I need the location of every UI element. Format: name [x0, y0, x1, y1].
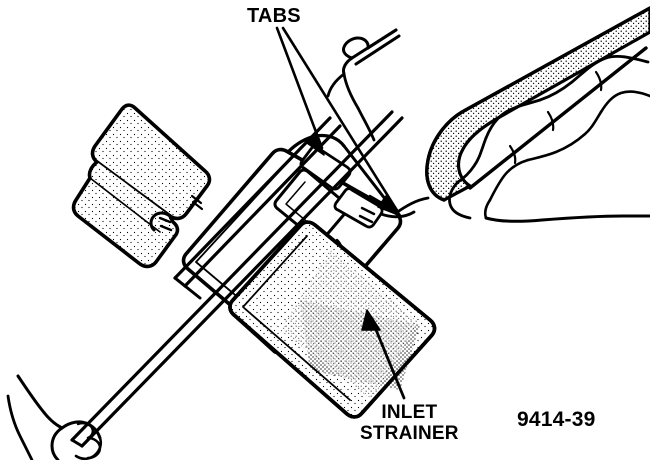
left-hand [6, 374, 103, 460]
sleeve-shape [425, 6, 650, 202]
upper-rod-clip [326, 28, 401, 142]
right-hand [448, 46, 650, 223]
leader-inlet-strainer [361, 309, 406, 400]
long-rod [70, 110, 404, 448]
figure-number: 9414-39 [517, 408, 596, 431]
leader-tabs-1 [275, 26, 325, 156]
leader-tabs-2 [281, 26, 402, 217]
label-inlet-line1: INLET [381, 402, 438, 423]
label-tabs: TABS [247, 5, 301, 27]
frame-bar [173, 116, 342, 300]
label-inlet-line2: STRAINER [360, 423, 459, 444]
hinged-panels [71, 103, 212, 269]
